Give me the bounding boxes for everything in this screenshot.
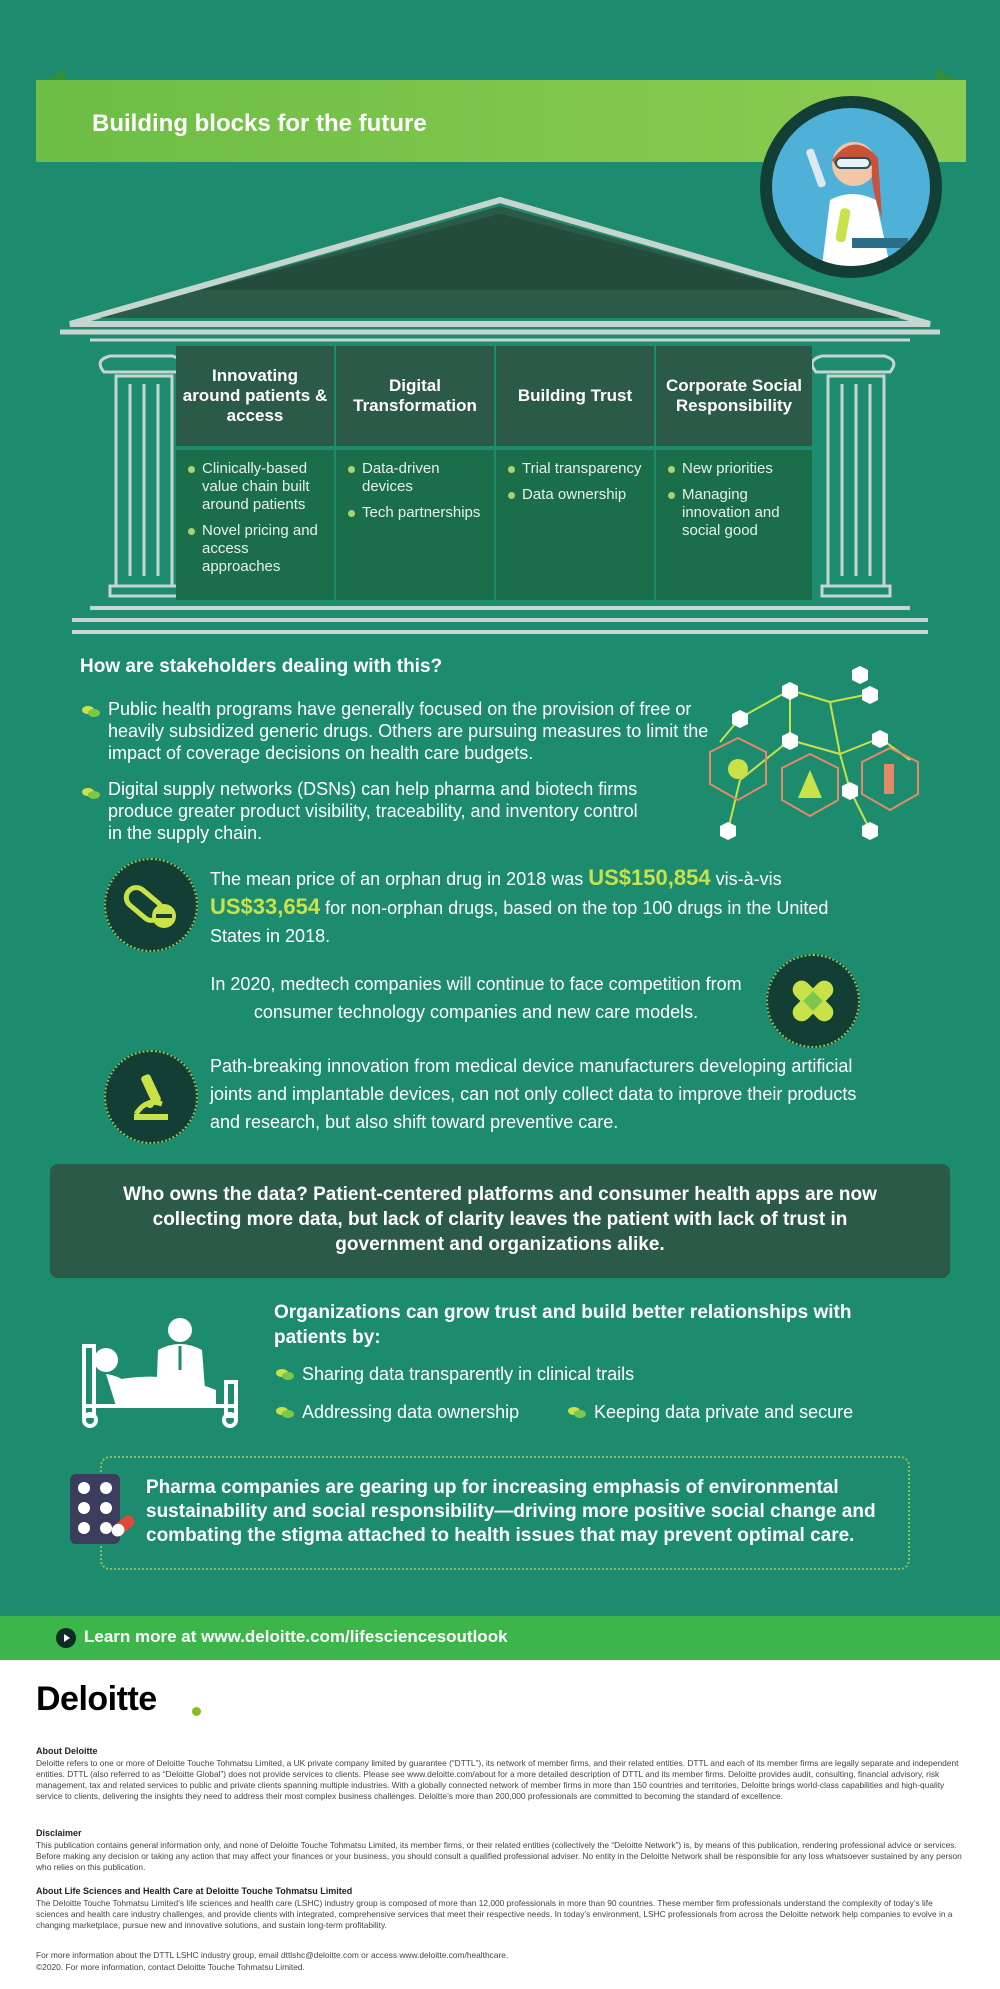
title-ribbon: [36, 68, 966, 162]
innovation-text: Path-breaking innovation from medical de…: [210, 1056, 857, 1132]
lshc-heading: About Life Sciences and Health Care at D…: [36, 1886, 353, 1896]
bandage-icon: [792, 980, 834, 1022]
footer: [0, 1660, 1000, 1989]
pillar-heading-trust: Building Trust: [496, 346, 654, 446]
medtech-text: In 2020, medtech companies will continue…: [210, 974, 742, 1022]
page-title: Building blocks for the future: [92, 110, 427, 137]
orphan-price: US$150,854: [588, 865, 711, 890]
org-item-privacy: Keeping data private and secure: [594, 1402, 854, 1422]
stakeholders-heading: How are stakeholders dealing with this?: [80, 656, 443, 677]
about-text: Deloitte refers to one or more of Deloit…: [36, 1758, 959, 1801]
orphan-text-mid: vis-à-vis: [710, 869, 782, 889]
pillar-list-innovating: Clinically-based value chain built aroun…: [176, 450, 334, 600]
scientist-avatar: [760, 96, 942, 278]
copyright-text: ©2020. For more information, contact Del…: [36, 1962, 305, 1972]
stakeholder-bullet-1: Public health programs have generally fo…: [108, 699, 709, 763]
temple-illustration: [60, 196, 940, 634]
list-item: Tech partnerships: [348, 504, 486, 522]
pill-icon-circle: [104, 858, 198, 952]
leaf-bullet-icon: [568, 1407, 586, 1418]
pharma-text: Pharma companies are gearing up for incr…: [146, 1477, 876, 1546]
disclaimer-heading: Disclaimer: [36, 1828, 82, 1838]
learn-more-bar: [0, 1616, 1000, 1660]
leaf-bullet-icon: [276, 1369, 294, 1380]
list-item: New priorities: [668, 460, 804, 478]
leaf-bullet-icon: [276, 1407, 294, 1418]
microscope-icon-circle: [104, 1050, 198, 1144]
orphan-text-post: for non-orphan drugs, based on the top 1…: [210, 898, 829, 946]
orphan-drug-text: The mean price of an orphan drug in 2018…: [210, 864, 850, 950]
list-item: Trial transparency: [508, 460, 646, 478]
list-item: Novel pricing and access approaches: [188, 522, 326, 576]
leaf-bullet-icon: [82, 706, 100, 717]
list-item: Clinically-based value chain built aroun…: [188, 460, 326, 514]
list-item: Data ownership: [508, 486, 646, 504]
pillar-heading-digital: Digital Transformation: [336, 346, 494, 446]
leaf-bullet-icon: [82, 788, 100, 799]
logo-dot: [192, 1707, 201, 1716]
deloitte-logo: Deloitte: [36, 1680, 157, 1718]
arrow-right-icon[interactable]: [56, 1628, 76, 1648]
stakeholder-bullet-2: Digital supply networks (DSNs) can help …: [108, 779, 638, 843]
microscope-icon: [133, 1074, 168, 1120]
organizations-heading: Organizations can grow trust and build b…: [274, 1302, 852, 1348]
non-orphan-price: US$33,654: [210, 894, 321, 919]
contact-text: For more information about the DTTL LSHC…: [36, 1950, 509, 1960]
doctor-patient-icon: [82, 1318, 238, 1428]
lshc-text: The Deloitte Touche Tohmatsu Limited’s l…: [36, 1898, 953, 1930]
pill-pack-icon: [70, 1474, 135, 1544]
org-item-ownership: Addressing data ownership: [302, 1402, 520, 1422]
molecule-network-icon: [709, 666, 919, 840]
list-item: Data-driven devices: [348, 460, 486, 496]
pill-icon: [123, 885, 176, 928]
about-heading: About Deloitte: [36, 1746, 98, 1756]
bandage-icon-circle: [766, 954, 860, 1048]
pillar-heading-csr: Corporate Social Responsibility: [656, 346, 812, 446]
scientist-icon: [806, 142, 908, 266]
org-item-sharing: Sharing data transparently in clinical t…: [302, 1364, 635, 1384]
disclaimer-text: This publication contains general inform…: [36, 1840, 962, 1872]
pillar-heading-innovating: Innovating around patients & access: [176, 346, 334, 446]
data-ownership-callout: Who owns the data? Patient-centered plat…: [50, 1164, 950, 1278]
orphan-text-pre: The mean price of an orphan drug in 2018…: [210, 869, 589, 889]
learn-more-link[interactable]: Learn more at www.deloitte.com/lifescien…: [84, 1627, 508, 1646]
list-item: Managing innovation and social good: [668, 486, 804, 540]
